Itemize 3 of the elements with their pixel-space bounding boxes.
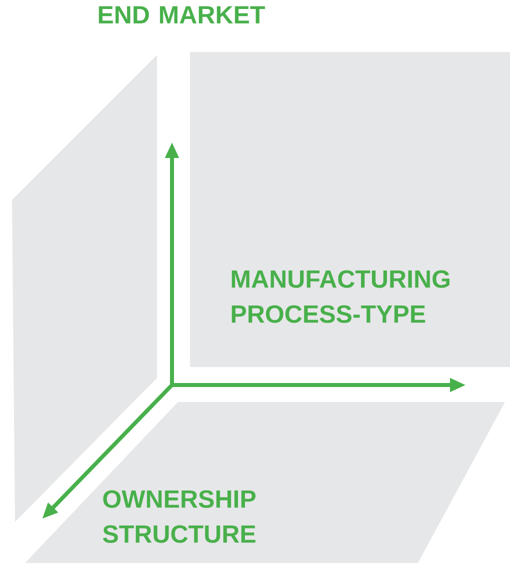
- axis-label: END MARKET: [98, 6, 265, 24]
- axis-label: OWNERSHIP STRUCTURE: [102, 490, 256, 543]
- axis-label: MANUFACTURING PROCESS-TYPE: [232, 270, 450, 323]
